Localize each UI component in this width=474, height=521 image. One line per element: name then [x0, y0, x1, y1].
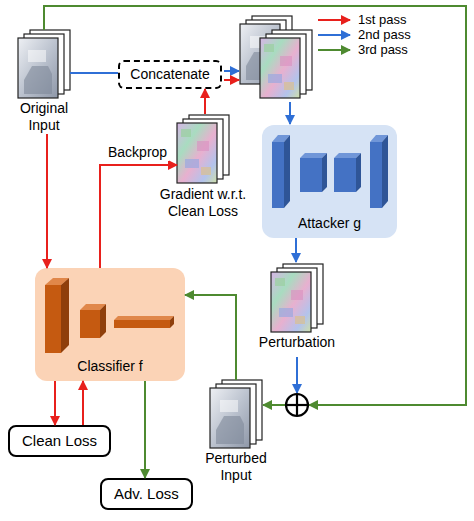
layer-block	[284, 135, 290, 208]
layer-block	[356, 153, 361, 192]
layer-block	[80, 310, 100, 338]
flow-connector	[295, 238, 297, 262]
image-stack: Perturbed Input	[195, 378, 277, 484]
flow-arrow	[289, 102, 291, 124]
loss-box: Adv. Loss	[100, 478, 193, 510]
layer-block	[80, 304, 106, 310]
layer-block	[114, 316, 174, 320]
layer-block	[382, 135, 388, 208]
network-layers	[45, 278, 174, 353]
layer-block	[334, 158, 356, 192]
layer-block	[61, 278, 69, 353]
flow-connector	[204, 89, 206, 114]
flow-arrow	[44, 6, 466, 405]
node-label: Perturbed Input	[195, 450, 277, 484]
flow-arrow	[263, 404, 285, 406]
node-label: Original Input	[5, 100, 83, 134]
layer-block	[370, 142, 382, 208]
layer-block	[334, 153, 361, 158]
flow-connector	[185, 295, 236, 380]
legend-line	[318, 49, 350, 51]
layer-block	[272, 135, 290, 142]
classifier-box: Classifier f	[35, 268, 185, 381]
layer-block	[100, 304, 106, 338]
add-symbol	[286, 394, 308, 416]
add-cross	[296, 394, 298, 416]
legend-text: 3rd pass	[358, 42, 408, 58]
flow-arrow	[224, 79, 239, 81]
flow-arrow	[224, 70, 239, 72]
image-stack	[210, 380, 262, 448]
layer-block	[300, 158, 322, 192]
legend-line	[318, 34, 350, 36]
image-stack: Perturbation	[252, 262, 342, 351]
image-stack	[271, 264, 323, 332]
add-circle	[286, 394, 308, 416]
layer-block	[170, 316, 174, 328]
image-stack: Gradient w.r.t. Clean Loss	[148, 112, 258, 220]
flow-connector	[100, 165, 177, 268]
attacker-box: Attacker g	[262, 125, 397, 238]
add-cross	[286, 404, 308, 406]
node-label: Adv. Loss	[114, 485, 179, 503]
legend-line	[318, 19, 350, 21]
legend-text: 2nd pass	[358, 27, 411, 43]
flow-arrow	[296, 357, 298, 393]
image-stack	[18, 30, 70, 98]
image-stack: Original Input	[5, 28, 83, 134]
layer-block	[45, 278, 69, 285]
node-label: Attacker g	[270, 215, 389, 232]
node-label: Classifier f	[43, 358, 177, 375]
node-label: Perturbation	[252, 334, 342, 351]
layer-block	[45, 285, 61, 353]
flow-connector	[46, 134, 48, 268]
image-stack	[260, 30, 312, 98]
node-label: Gradient w.r.t. Clean Loss	[148, 186, 258, 220]
legend-text: 1st pass	[358, 12, 406, 28]
flow-connector	[54, 381, 56, 425]
node-label: Concatenate	[126, 66, 214, 83]
concat-box: Concatenate	[118, 60, 222, 89]
loss-box: Clean Loss	[8, 425, 111, 457]
layer-block	[322, 153, 327, 192]
network-layers	[272, 135, 388, 208]
flow-connector	[144, 381, 146, 478]
layer-block	[272, 142, 284, 208]
node-label: Clean Loss	[22, 432, 97, 450]
image-stack	[240, 16, 292, 84]
flow-connector	[82, 381, 84, 425]
edge-label: Backprop	[106, 144, 169, 161]
layer-block	[300, 153, 327, 158]
layer-block	[114, 320, 170, 328]
layer-block	[370, 135, 388, 142]
flow-connector	[70, 72, 118, 74]
image-stack	[177, 115, 229, 183]
